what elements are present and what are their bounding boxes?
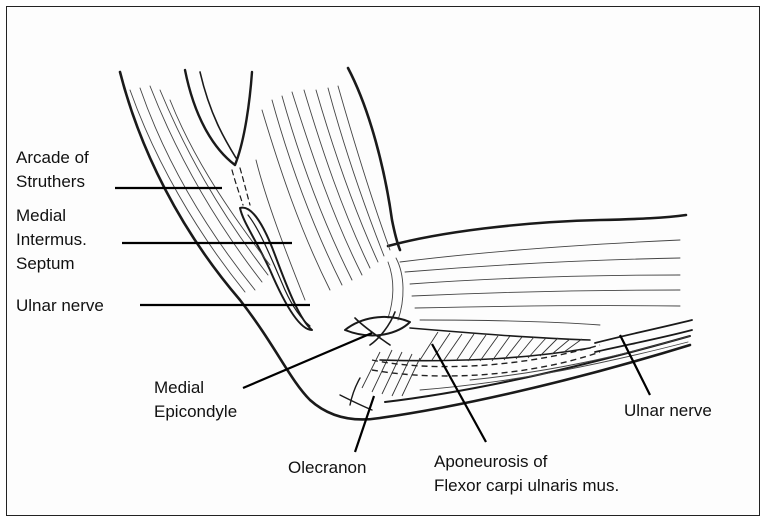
label-aponeurosis: Aponeurosis of Flexor carpi ulnaris mus. <box>434 452 619 495</box>
label-ulnar-nerve-upper: Ulnar nerve <box>16 296 104 315</box>
label-medial-intermus-septum: Medial Intermus. Septum <box>16 206 92 273</box>
labels: Arcade of Struthers Medial Intermus. Sep… <box>16 148 712 495</box>
label-ulnar-nerve-lower: Ulnar nerve <box>624 401 712 420</box>
arm-inner-contour <box>348 68 400 250</box>
leader-medial-epicondyle <box>243 333 372 388</box>
forearm-fibers <box>388 240 680 325</box>
septum-structure <box>185 70 312 330</box>
forearm-lower-contour <box>385 336 690 402</box>
upper-arm-fibers <box>130 86 390 300</box>
label-olecranon: Olecranon <box>288 458 366 477</box>
label-arcade-of-struthers: Arcade of Struthers <box>16 148 94 191</box>
label-medial-epicondyle: Medial Epicondyle <box>154 378 237 421</box>
arm-outer-contour <box>120 72 690 419</box>
forearm-top-contour <box>388 215 686 246</box>
